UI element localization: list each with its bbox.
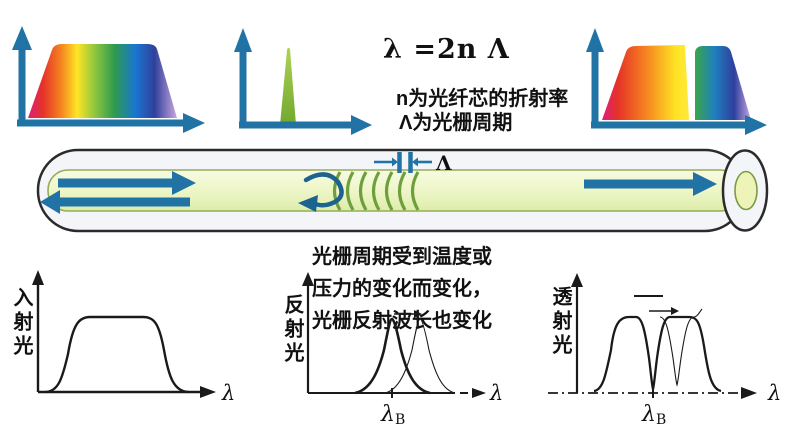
y-axis	[32, 270, 44, 392]
forward-light-arrow	[58, 171, 196, 195]
right-arrow-icon	[472, 388, 486, 398]
up-arrow-icon	[234, 28, 252, 52]
rainbow-spectrum-shape	[28, 44, 177, 118]
right-arrow-icon	[745, 115, 767, 135]
fiber-end-core-ellipse	[734, 170, 758, 211]
right-arrow-icon	[741, 387, 757, 399]
rainbow-band-right	[695, 46, 751, 120]
narrow-green-peak	[280, 47, 296, 125]
right-arrow-icon	[414, 310, 422, 318]
grating-period-marker: Λ	[374, 151, 452, 175]
bragg-grating-lines	[332, 171, 420, 211]
temperature-note-line-3: 光栅反射波长也变化	[312, 310, 492, 332]
equation-note-grating-period: Λ为光栅周期	[399, 112, 513, 134]
reflected-light-ylabel: 反射光	[281, 294, 303, 366]
y-axis	[12, 26, 32, 123]
up-arrow-icon	[32, 270, 44, 285]
y-axis	[302, 272, 314, 393]
bragg-wavelength-label: λB	[641, 402, 666, 428]
x-axis	[591, 115, 767, 135]
u-turn-reflection-arrow	[298, 172, 344, 212]
up-arrow-icon	[302, 272, 314, 286]
broadband-input-spectrum-chart	[12, 26, 205, 133]
x-axis	[308, 388, 486, 398]
y-axis	[586, 28, 604, 125]
reflected-peak-spectrum-chart	[234, 28, 372, 135]
transmitted-light-arrow	[584, 172, 717, 196]
x-axis	[38, 386, 216, 398]
temperature-note: 光栅周期受到温度或 压力的变化而变化， 光栅反射波长也变化	[312, 240, 492, 333]
right-arrow-icon	[671, 307, 679, 315]
transmitted-light-ylabel: 透射光	[549, 286, 571, 358]
right-arrow-icon	[351, 115, 372, 135]
incident-light-ylabel: 入射光	[10, 287, 32, 359]
transmitted-spectrum-chart	[586, 28, 767, 135]
incident-light-chart: λ	[32, 270, 235, 405]
reflected-peak-shifted	[384, 318, 456, 394]
optical-fiber-diagram: Λ	[36, 148, 769, 233]
x-axis	[17, 113, 205, 133]
x-axis-label: λ	[489, 381, 503, 405]
up-arrow-icon	[586, 28, 604, 52]
up-arrow-icon	[12, 26, 32, 50]
right-arrow-icon	[183, 113, 205, 133]
x-axis-label: λ	[767, 381, 781, 405]
reflected-light-chart: λB λ	[302, 272, 503, 428]
transmission-notch-shifted	[659, 308, 703, 387]
x-axis	[239, 115, 372, 135]
y-axis	[234, 28, 252, 125]
up-arrow-icon	[571, 273, 583, 287]
reflected-light-arrow	[40, 190, 190, 214]
transmission-notch-solid	[593, 315, 722, 393]
equation-note-refractive-index: n为光纤芯的折射率	[396, 88, 569, 110]
x-axis	[548, 387, 757, 399]
wavelength-shift-arrow	[649, 307, 679, 315]
right-arrow-icon	[200, 386, 216, 398]
reflected-peak-solid	[354, 317, 431, 395]
y-axis	[571, 273, 583, 393]
bragg-wavelength-label: λB	[380, 402, 405, 428]
bragg-equation: λ =2n Λ	[383, 34, 510, 65]
grating-period-label: Λ	[435, 151, 452, 175]
x-axis-label: λ	[221, 381, 235, 405]
transmitted-light-chart: λB λ	[548, 273, 781, 428]
rainbow-band-left	[602, 45, 689, 120]
temperature-note-line-1: 光栅周期受到温度或	[312, 246, 492, 268]
incident-broadband-curve	[44, 315, 190, 394]
temperature-note-line-2: 压力的变化而变化，	[312, 278, 492, 300]
wavelength-shift-arrow	[394, 310, 422, 318]
